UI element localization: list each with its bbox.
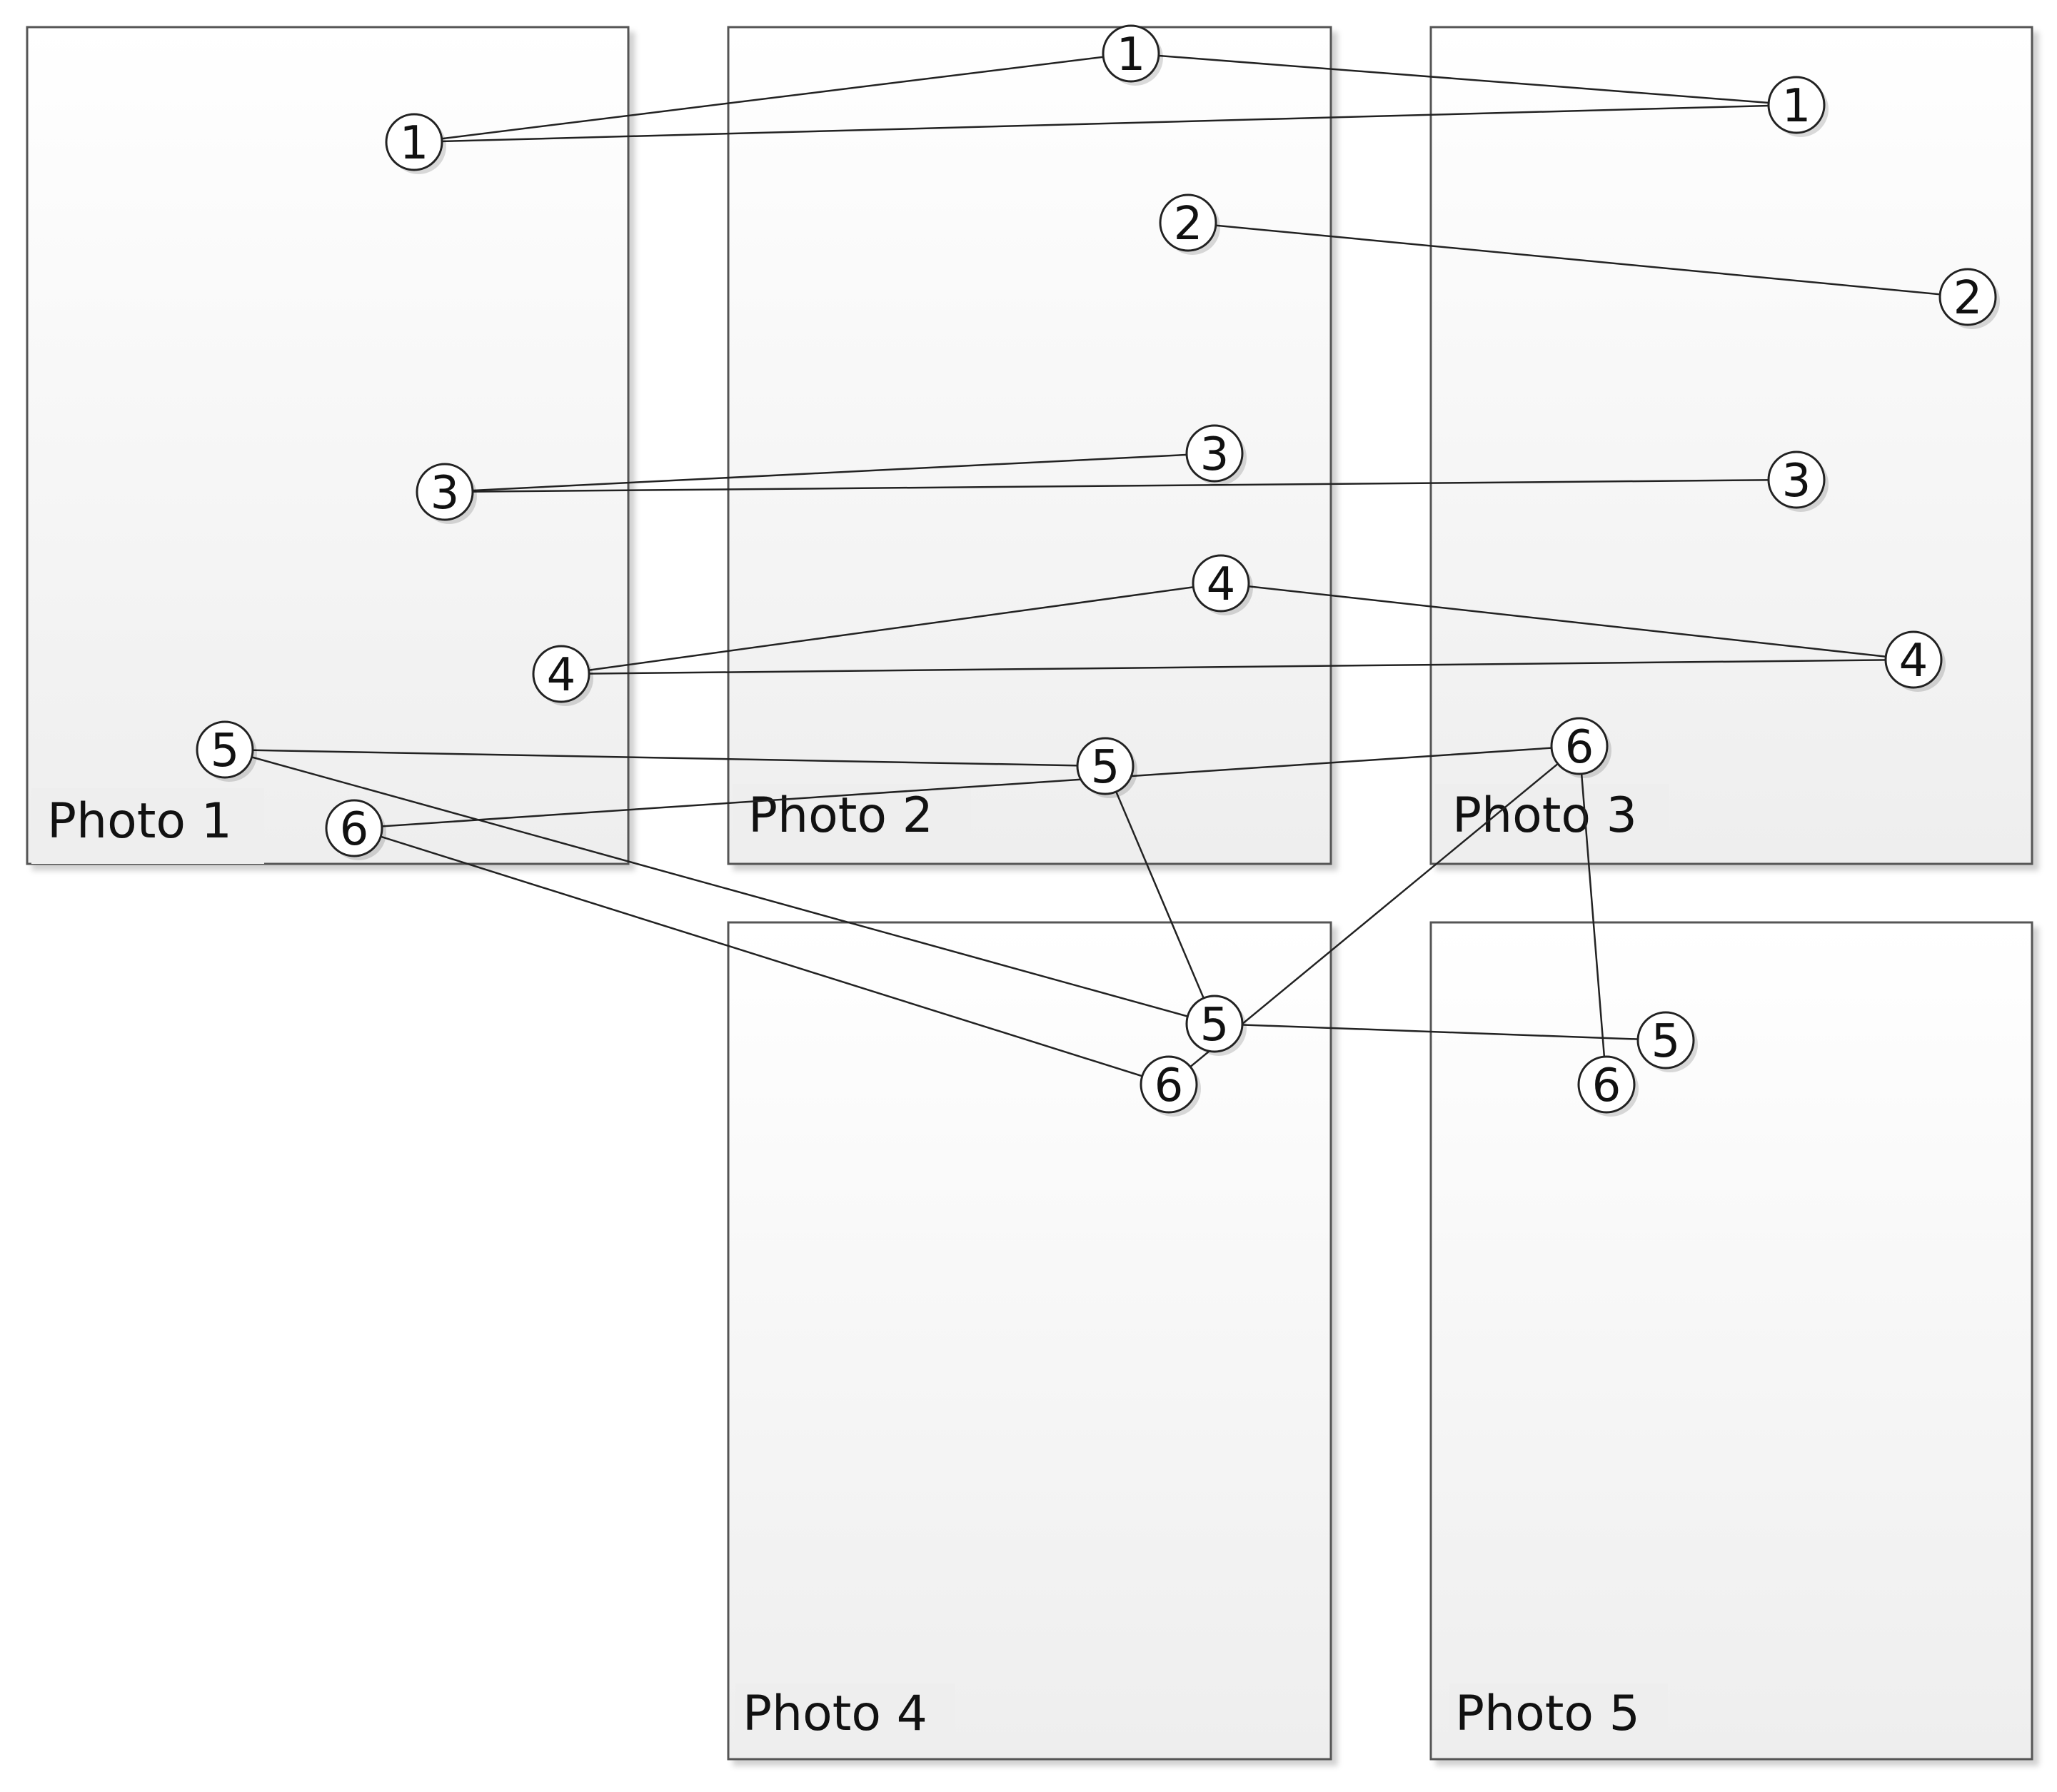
point-circle (1192, 554, 1250, 613)
point-label: 4 (1899, 635, 1928, 688)
point-label: 4 (547, 649, 576, 702)
point-circle (1550, 717, 1609, 775)
connection-line-p4-5-p5-5 (1214, 1022, 1666, 1042)
connection-line-p1-5-p2-5 (224, 748, 1106, 767)
photo-label-bg (1449, 1683, 1668, 1756)
photo-label-2: Photo 2 (748, 787, 933, 844)
point-label: 5 (1200, 999, 1229, 1052)
point-circle (325, 799, 383, 857)
photo-frames: Photo 1 Photo 2 Photo 3 Photo 4 Photo 5 (26, 26, 2033, 1761)
point-label: 3 (1200, 428, 1229, 481)
point-marker-p1-6: 6 (325, 799, 386, 860)
point-circle (1185, 424, 1244, 483)
connection-lines (224, 52, 1968, 1086)
point-circle (1185, 995, 1244, 1053)
point-circle (416, 463, 474, 521)
connection-line-p1-3-p3-3 (444, 478, 1797, 493)
point-marker-p2-3: 3 (1185, 424, 1247, 485)
point-marker-p1-3: 3 (416, 463, 477, 524)
point-label: 3 (431, 467, 460, 520)
point-marker-p1-1: 1 (385, 113, 446, 174)
point-marker-p5-6: 6 (1577, 1055, 1639, 1117)
photo-frame-1: Photo 1 (26, 26, 630, 865)
point-marker-p4-6: 6 (1140, 1055, 1201, 1117)
point-marker-p2-4: 4 (1192, 554, 1253, 615)
connection-line-p1-6-p3-6 (353, 745, 1580, 830)
point-label: 4 (1207, 558, 1236, 611)
point-label: 6 (1592, 1059, 1621, 1112)
photo-label-bg (733, 784, 971, 861)
connection-line-p3-6-p5-6 (1578, 745, 1608, 1085)
point-marker-p3-3: 3 (1767, 450, 1829, 512)
point-label: 6 (340, 803, 369, 856)
connection-line-p2-1-p3-1 (1130, 52, 1797, 106)
point-marker-p1-5: 5 (196, 720, 257, 782)
photo-frame-4: Photo 4 (727, 921, 1332, 1761)
connection-line-p2-4-p3-4 (1220, 582, 1914, 661)
point-marker-p3-2: 2 (1938, 268, 2000, 329)
connection-line-p1-1-p2-1 (413, 52, 1132, 144)
point-label: 3 (1782, 455, 1811, 508)
photo-label-5: Photo 5 (1455, 1686, 1640, 1742)
point-circle (1102, 24, 1160, 83)
point-marker-p3-6: 6 (1550, 717, 1611, 778)
photo-label-bg (1435, 784, 1669, 861)
photo-frame-3: Photo 3 (1429, 26, 2033, 865)
point-label: 6 (1155, 1059, 1184, 1112)
connection-line-p1-5-p4-5 (224, 748, 1215, 1025)
connection-line-p1-1-p3-1 (413, 104, 1797, 144)
point-marker-p2-5: 5 (1076, 737, 1137, 798)
point-circle (196, 720, 254, 779)
point-label: 1 (1117, 29, 1146, 81)
point-marker-p3-4: 4 (1884, 630, 1946, 692)
connection-line-p1-4-p2-4 (560, 582, 1222, 675)
connection-line-p1-6-p4-6 (353, 827, 1170, 1086)
point-label: 5 (1651, 1015, 1681, 1068)
point-circle (1636, 1011, 1695, 1069)
photo-label-4: Photo 4 (743, 1686, 927, 1742)
connection-line-p2-2-p3-2 (1187, 221, 1968, 298)
point-label: 2 (1953, 272, 1983, 325)
point-circle (1884, 630, 1943, 689)
photo-label-3: Photo 3 (1452, 787, 1637, 844)
connection-line-p1-3-p2-3 (444, 452, 1215, 493)
point-circle (385, 113, 443, 171)
point-marker-p3-1: 1 (1767, 76, 1829, 137)
connection-line-p2-5-p4-5 (1104, 765, 1216, 1025)
point-label: 1 (400, 117, 429, 170)
point-label: 5 (211, 725, 240, 777)
point-marker-p2-1: 1 (1102, 24, 1163, 86)
point-circle (1140, 1055, 1198, 1114)
point-marker-p2-2: 2 (1159, 193, 1220, 255)
photo-label-bg (735, 1683, 955, 1756)
point-circle (1767, 450, 1826, 509)
point-circle (1159, 193, 1217, 252)
photo-label-bg (31, 788, 264, 864)
point-circle (1767, 76, 1826, 134)
point-label: 6 (1565, 721, 1594, 774)
point-circle (532, 645, 590, 703)
photo-frame-5: Photo 5 (1429, 921, 2033, 1761)
point-circle (1938, 268, 1997, 326)
point-circle (1076, 737, 1135, 795)
point-marker-p4-5: 5 (1185, 995, 1247, 1056)
point-label: 5 (1091, 741, 1120, 794)
point-marker-p1-4: 4 (532, 645, 593, 706)
point-label: 1 (1782, 80, 1811, 133)
point-marker-p5-5: 5 (1636, 1011, 1698, 1072)
connection-line-p1-4-p3-4 (560, 658, 1914, 675)
point-circle (1577, 1055, 1636, 1114)
point-label: 2 (1174, 198, 1203, 251)
photo-label-1: Photo 1 (47, 793, 232, 850)
